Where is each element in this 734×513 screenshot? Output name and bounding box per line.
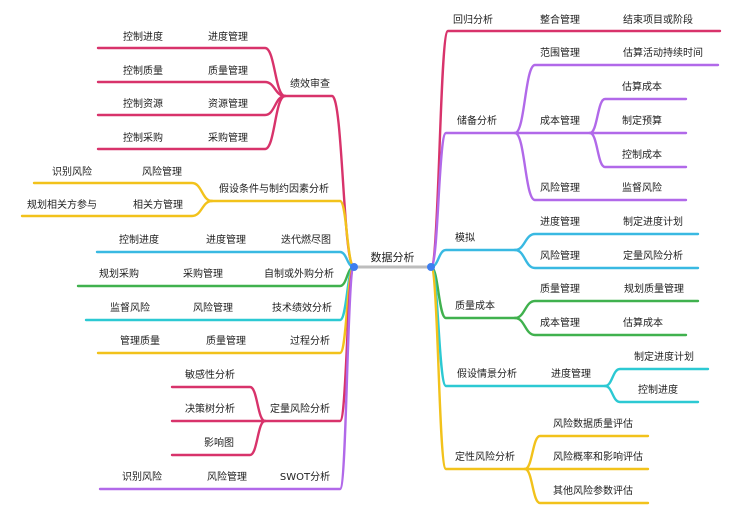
- node-moni-fengxian[interactable]: 风险管理: [540, 249, 580, 262]
- node-swot[interactable]: SWOT分析: [280, 470, 330, 483]
- node-dingliang-yingxiang[interactable]: 影响图: [204, 436, 234, 449]
- node-dingliang-mingan[interactable]: 敏感性分析: [185, 368, 235, 381]
- node-zhiliang-chengben[interactable]: 成本管理: [540, 316, 580, 329]
- node-chubei[interactable]: 储备分析: [457, 114, 497, 127]
- root-left-dot: [350, 263, 358, 271]
- node-jishu-fengxian[interactable]: 风险管理: [193, 301, 233, 314]
- node-zhiliang[interactable]: 质量成本: [455, 299, 495, 312]
- root-right-dot: [427, 263, 435, 271]
- node-moni-jindu[interactable]: 进度管理: [540, 215, 580, 228]
- edge-dingxing: [429, 265, 527, 471]
- edge-moni: [429, 248, 517, 269]
- node-chubei-fanwei[interactable]: 范围管理: [540, 46, 580, 59]
- node-jixiao-ziyuan[interactable]: 资源管理: [208, 97, 248, 110]
- edge-dingliang-0: [170, 385, 267, 423]
- node-dingxing-gailv[interactable]: 风险概率和影响评估: [553, 450, 643, 463]
- node-diedai-jindu[interactable]: 进度管理: [206, 233, 246, 246]
- node-jiashe-left[interactable]: 假设条件与制约因素分析: [219, 182, 329, 195]
- node-dingxing-qita[interactable]: 其他风险参数评估: [553, 484, 633, 497]
- node-jixiao[interactable]: 绩效审查: [290, 77, 330, 90]
- edge-huigui: [429, 29, 722, 269]
- node-huigui[interactable]: 回归分析: [453, 13, 493, 26]
- edge-jixiao-1: [96, 80, 287, 98]
- edge-zhiliang-1: [513, 316, 688, 337]
- node-swot-shibie[interactable]: 识别风险: [122, 470, 162, 483]
- edge-moni-0: [513, 232, 700, 252]
- node-jiashe-guihua[interactable]: 规划相关方参与: [27, 198, 97, 211]
- node-jiashe-xiangguanfang[interactable]: 相关方管理: [133, 198, 183, 211]
- node-chubei-fengxian[interactable]: 风险管理: [540, 181, 580, 194]
- edge-jiashe-left: [210, 199, 356, 269]
- node-swot-fengxian[interactable]: 风险管理: [207, 470, 247, 483]
- node-jiashe-right-kongzhi[interactable]: 控制进度: [638, 383, 678, 396]
- node-jixiao-zhiliang-kongzhi[interactable]: 控制质量: [123, 64, 163, 77]
- node-moni[interactable]: 模拟: [455, 231, 475, 244]
- node-jixiao-ziyuan-kongzhi[interactable]: 控制资源: [123, 97, 163, 110]
- node-jiashe-right-jindu[interactable]: 进度管理: [551, 367, 591, 380]
- node-moni-jindu-zhiding[interactable]: 制定进度计划: [623, 215, 683, 228]
- node-moni-fengxian-dingliang[interactable]: 定量风险分析: [623, 249, 683, 262]
- node-guocheng[interactable]: 过程分析: [290, 334, 330, 347]
- edge-diedai: [95, 250, 356, 269]
- node-jiashe-shibie[interactable]: 识别风险: [52, 165, 92, 178]
- node-jishu-jiandu[interactable]: 监督风险: [110, 301, 150, 314]
- node-dingliang[interactable]: 定量风险分析: [270, 402, 330, 415]
- edge-chubei-fanwei: [513, 63, 720, 135]
- node-huigui-jieshu[interactable]: 结束项目或阶段: [623, 13, 693, 26]
- edge-chubei: [429, 131, 517, 269]
- node-dingliang-juece[interactable]: 决策树分析: [185, 402, 235, 415]
- node-diedai[interactable]: 迭代燃尽图: [281, 233, 331, 246]
- root-label[interactable]: 数据分析: [371, 250, 415, 264]
- node-zizhi-guihua[interactable]: 规划采购: [99, 267, 139, 280]
- edge-jiashe-right-0: [603, 367, 710, 388]
- node-zizhi[interactable]: 自制或外购分析: [264, 267, 334, 280]
- node-zhiliang-guanli-guihua[interactable]: 规划质量管理: [624, 282, 684, 295]
- node-jiashe-right[interactable]: 假设情景分析: [457, 367, 517, 380]
- node-jishu[interactable]: 技术绩效分析: [272, 301, 332, 314]
- edge-jixiao-3: [96, 94, 287, 151]
- node-jixiao-zhiliang[interactable]: 质量管理: [208, 64, 248, 77]
- edge-chubei-chengben-0: [588, 97, 688, 135]
- node-jiashe-right-zhiding[interactable]: 制定进度计划: [634, 350, 694, 363]
- edge-swot: [98, 265, 356, 491]
- edge-jiashe-left-1: [20, 199, 214, 218]
- node-chubei-chengben-guji[interactable]: 估算成本: [622, 80, 662, 93]
- edge-jiashe-left-0: [32, 181, 214, 203]
- node-jixiao-caigou-kongzhi[interactable]: 控制采购: [123, 131, 163, 144]
- node-guocheng-zhiliang[interactable]: 质量管理: [206, 334, 246, 347]
- edge-moni-1: [513, 248, 700, 270]
- node-huigui-zhenghe[interactable]: 整合管理: [540, 13, 580, 26]
- node-chubei-chengben[interactable]: 成本管理: [540, 114, 580, 127]
- edge-dingxing-2: [523, 467, 650, 505]
- node-zhiliang-chengben-guji[interactable]: 估算成本: [623, 316, 663, 329]
- node-jixiao-caigou[interactable]: 采购管理: [208, 131, 248, 144]
- node-dingxing[interactable]: 定性风险分析: [455, 450, 515, 463]
- edge-dingliang-2: [170, 419, 267, 457]
- node-chubei-fanwei-guji[interactable]: 估算活动持续时间: [623, 46, 703, 59]
- node-jixiao-jindu[interactable]: 进度管理: [208, 30, 248, 43]
- node-jixiao-jindu-kongzhi[interactable]: 控制进度: [123, 30, 163, 43]
- node-jiashe-fengxian[interactable]: 风险管理: [142, 165, 182, 178]
- node-dingxing-shuju[interactable]: 风险数据质量评估: [553, 417, 633, 430]
- edge-chubei-fengxian: [513, 131, 688, 202]
- node-diedai-kongzhi[interactable]: 控制进度: [119, 233, 159, 246]
- node-chubei-chengben-yusuan[interactable]: 制定预算: [622, 114, 662, 127]
- node-chubei-chengben-kongzhi[interactable]: 控制成本: [622, 148, 662, 161]
- node-chubei-fengxian-jiandu[interactable]: 监督风险: [622, 181, 662, 194]
- edge-jiashe-right-1: [603, 384, 700, 404]
- node-zhiliang-guanli[interactable]: 质量管理: [540, 282, 580, 295]
- edge-zhiliang-0: [513, 299, 700, 320]
- edge-chubei-chengben-2: [588, 131, 688, 169]
- node-zizhi-caigou[interactable]: 采购管理: [183, 267, 223, 280]
- node-guocheng-guanli[interactable]: 管理质量: [120, 334, 160, 347]
